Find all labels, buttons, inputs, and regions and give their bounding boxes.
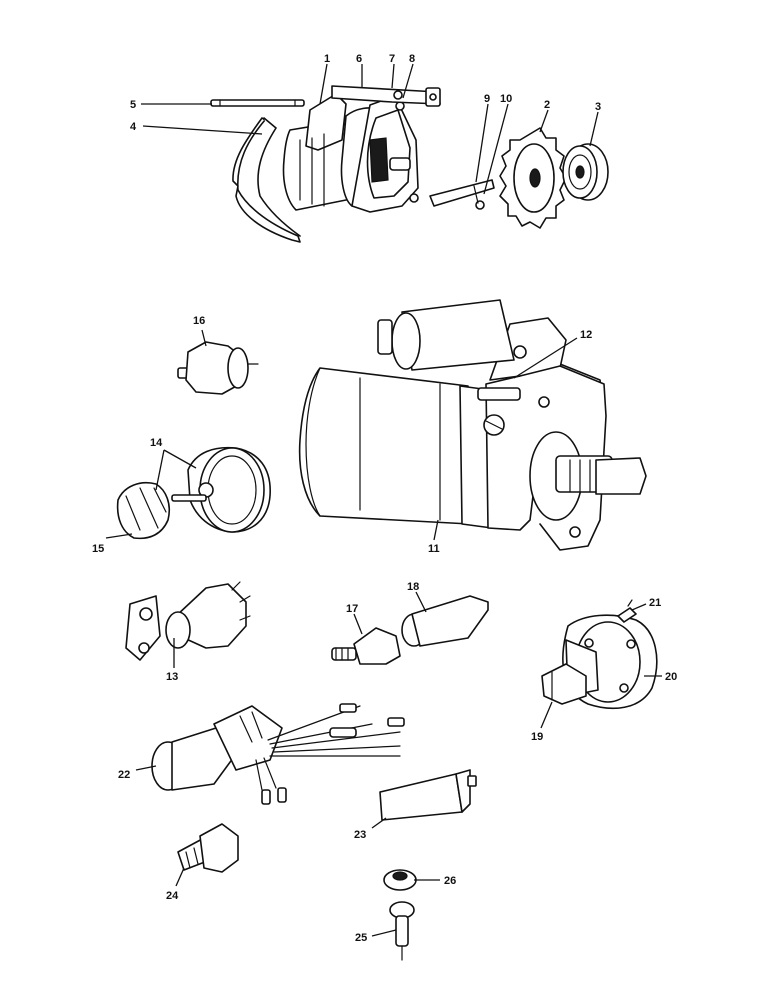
gauge-14 — [171, 446, 271, 533]
knob-15 — [116, 482, 171, 540]
callouts: 1 2 3 4 5 6 7 8 9 10 11 12 13 14 15 16 1… — [92, 53, 677, 944]
callout-17: 17 — [346, 603, 358, 615]
callout-16: 16 — [193, 315, 205, 327]
boot-18 — [401, 595, 489, 647]
callout-24: 24 — [166, 890, 179, 902]
callout-9: 9 — [484, 93, 490, 105]
sensor-24 — [177, 823, 239, 873]
pulley — [562, 143, 609, 201]
callout-2: 2 — [544, 99, 550, 111]
callout-22: 22 — [118, 769, 130, 781]
alternator-body — [282, 93, 419, 213]
relay-23 — [379, 769, 477, 821]
callout-1: 1 — [324, 53, 330, 65]
callout-19: 19 — [531, 731, 543, 743]
callout-12: 12 — [580, 329, 592, 341]
alternator-shield — [232, 117, 301, 243]
callout-6: 6 — [356, 53, 362, 65]
screw-21 — [617, 599, 637, 623]
callout-23: 23 — [354, 829, 366, 841]
callout-3: 3 — [595, 101, 601, 113]
through-bolt — [210, 99, 305, 107]
lamp-22 — [151, 705, 283, 791]
callout-21: 21 — [649, 597, 661, 609]
bulb-25 — [389, 901, 415, 961]
terminal-19 — [541, 663, 587, 705]
callout-20: 20 — [665, 671, 677, 683]
pivot-bracket — [429, 179, 495, 210]
callout-25: 25 — [355, 932, 367, 944]
ignition-switch-13 — [125, 581, 251, 661]
callout-7: 7 — [389, 53, 395, 65]
sender-17 — [331, 627, 401, 665]
switch-16 — [177, 341, 259, 395]
callout-26: 26 — [444, 875, 456, 887]
leader-lines — [105, 63, 662, 937]
wiring-harness — [255, 703, 405, 805]
callout-13: 13 — [166, 671, 178, 683]
callout-18: 18 — [407, 581, 419, 593]
callout-11: 11 — [428, 543, 440, 555]
callout-8: 8 — [409, 53, 415, 65]
callout-15: 15 — [92, 543, 104, 555]
cap-26 — [383, 869, 417, 891]
adjusting-link — [331, 85, 441, 107]
fan — [499, 127, 567, 229]
callout-4: 4 — [130, 121, 137, 133]
callout-14: 14 — [150, 437, 163, 449]
callout-10: 10 — [500, 93, 512, 105]
starter-motor — [298, 299, 647, 551]
callout-5: 5 — [130, 99, 136, 111]
